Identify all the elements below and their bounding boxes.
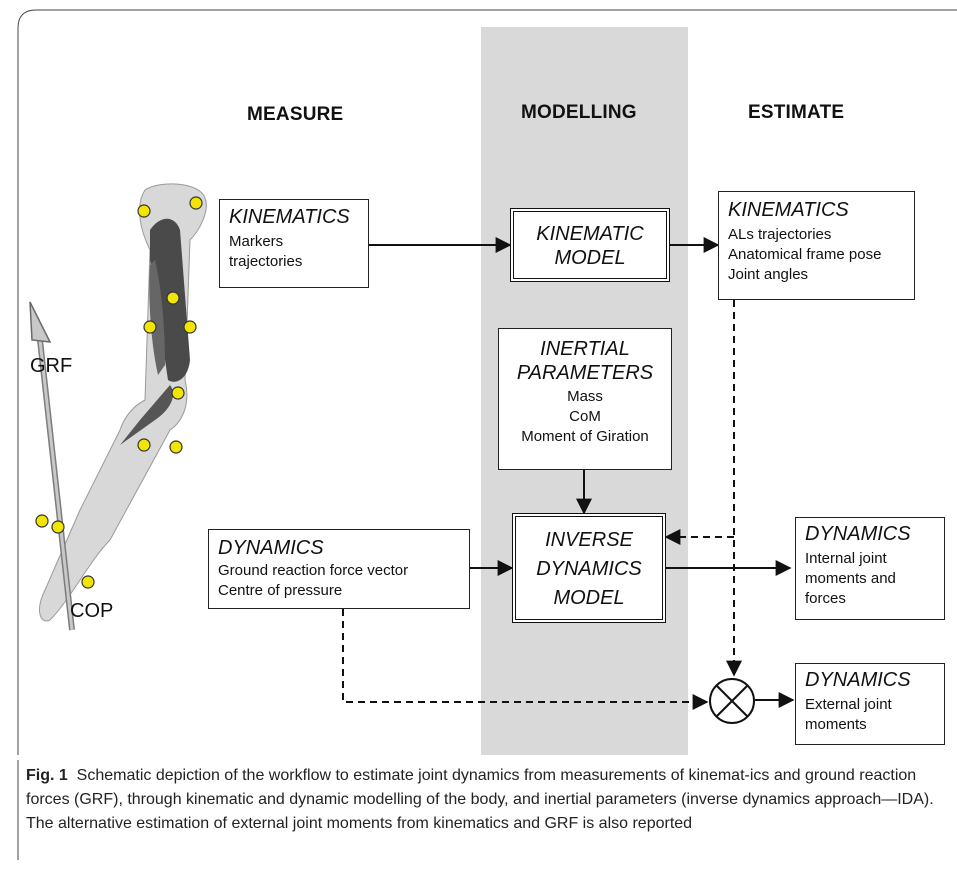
box-line: External joint bbox=[805, 696, 892, 713]
box-title: KINEMATICS bbox=[229, 206, 350, 228]
box-title: DYNAMICS bbox=[805, 523, 911, 545]
modelling-heading: MODELLING bbox=[521, 102, 637, 123]
kinematic-model-box: KINEMATIC MODEL bbox=[510, 208, 670, 282]
inverse-dynamics-model-box: INVERSE DYNAMICS MODEL bbox=[512, 513, 666, 623]
box-line: CoM bbox=[569, 408, 601, 425]
grf-label: GRF bbox=[30, 355, 73, 377]
box-line: forces bbox=[805, 590, 846, 607]
box-line: Joint angles bbox=[728, 266, 809, 283]
estimate-internal-dynamics-box: DYNAMICS Internal joint moments and forc… bbox=[795, 517, 945, 620]
marker bbox=[171, 386, 185, 400]
box-title: KINEMATICS bbox=[728, 199, 849, 221]
box-line: Moment of Giration bbox=[521, 428, 649, 445]
box-line: Ground reaction force vector bbox=[218, 562, 409, 579]
inertial-parameters-box: INERTIAL PARAMETERS Mass CoM Moment of G… bbox=[498, 328, 672, 470]
measure-kinematics-box: KINEMATICS Markers trajectories bbox=[219, 199, 369, 288]
leg-illustration bbox=[29, 183, 207, 631]
box-title: PARAMETERS bbox=[516, 362, 654, 384]
caption-label: Fig. 1 bbox=[26, 767, 68, 784]
box-line: INVERSE bbox=[545, 529, 633, 551]
box-line: KINEMATIC bbox=[536, 223, 644, 245]
caption-text: Schematic depiction of the workflow to e… bbox=[26, 767, 934, 832]
marker bbox=[169, 440, 183, 454]
grf-arrow bbox=[29, 301, 75, 631]
estimate-external-dynamics-box: DYNAMICS External joint moments bbox=[795, 663, 945, 745]
box-line: MODEL bbox=[554, 247, 626, 269]
box-line: Centre of pressure bbox=[218, 582, 343, 599]
box-title: DYNAMICS bbox=[805, 669, 911, 691]
marker bbox=[137, 204, 151, 218]
measure-dynamics-box: DYNAMICS Ground reaction force vector Ce… bbox=[208, 529, 470, 609]
estimate-heading: ESTIMATE bbox=[748, 102, 845, 123]
marker bbox=[137, 438, 151, 452]
marker bbox=[166, 291, 180, 305]
box-line: ALs trajectories bbox=[728, 226, 832, 243]
marker bbox=[35, 514, 49, 528]
box-line: MODEL bbox=[553, 587, 625, 609]
marker bbox=[183, 320, 197, 334]
box-line: moments bbox=[805, 716, 867, 733]
box-title: INERTIAL bbox=[540, 338, 630, 360]
box-line: DYNAMICS bbox=[536, 558, 642, 580]
markers bbox=[35, 196, 203, 589]
marker bbox=[81, 575, 95, 589]
box-line: Mass bbox=[567, 388, 603, 405]
box-title: DYNAMICS bbox=[218, 537, 324, 559]
box-line: Internal joint bbox=[805, 550, 887, 567]
marker bbox=[189, 196, 203, 210]
measure-heading: MEASURE bbox=[247, 104, 344, 125]
marker bbox=[51, 520, 65, 534]
marker bbox=[143, 320, 157, 334]
box-line: Anatomical frame pose bbox=[728, 246, 882, 263]
dashed-dynamics-to-sum bbox=[342, 609, 709, 710]
box-line: Markers bbox=[229, 233, 284, 250]
figure-caption: Fig. 1 Schematic depiction of the workfl… bbox=[26, 764, 941, 836]
cop-label: COP bbox=[70, 600, 114, 622]
box-line: moments and bbox=[805, 570, 896, 587]
estimate-kinematics-box: KINEMATICS ALs trajectories Anatomical f… bbox=[718, 191, 915, 300]
summation-node bbox=[709, 678, 755, 724]
box-line: trajectories bbox=[229, 253, 303, 270]
